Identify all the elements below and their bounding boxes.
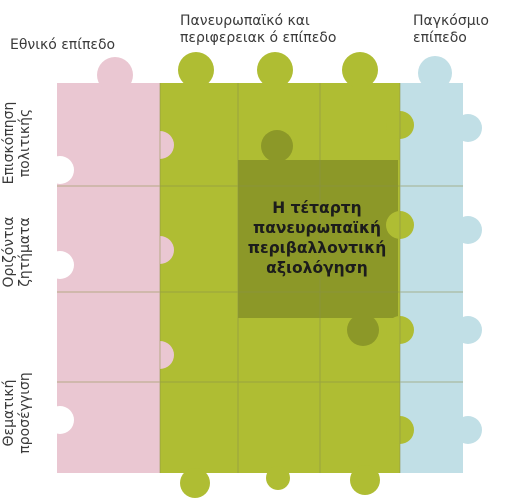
national-column-pieces [57, 57, 160, 473]
center-title: Η τέταρτη πανευρωπαϊκή περιβαλλοντική αξ… [247, 199, 387, 277]
column-label-national: Εθνικό επίπεδο [10, 37, 116, 53]
column-label-global: Παγκόσμιο επίπεδο [413, 13, 489, 46]
global-column-pieces [400, 56, 463, 473]
puzzle-pieces [46, 52, 482, 498]
column-label-paneuropean: Πανευρωπαϊκό και περιφερειακ ό επίπεδο [180, 13, 337, 46]
seam-lines [57, 83, 463, 473]
